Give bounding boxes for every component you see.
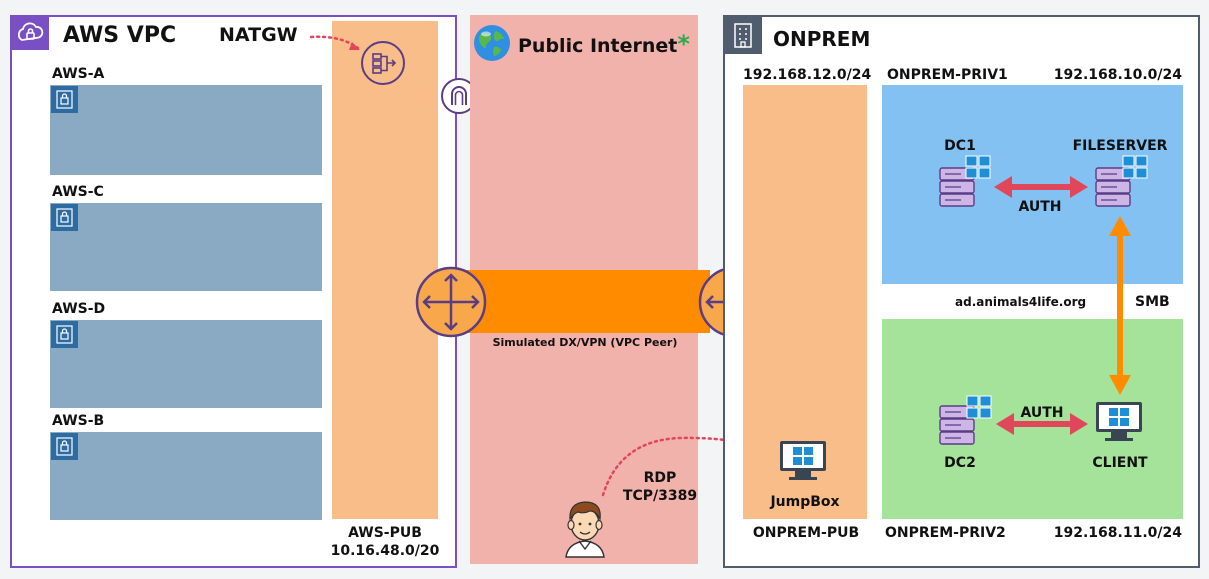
client-label: CLIENT (1092, 455, 1148, 471)
internet-gateway-icon (441, 78, 477, 114)
jumpbox-label: JumpBox (770, 494, 840, 510)
onprem-pub-name: ONPREM-PUB (752, 525, 860, 541)
monitor-icon (780, 441, 826, 480)
aws-subnet-a-label: AWS-A (52, 66, 105, 82)
lock-icon (51, 321, 78, 348)
simulated-dx-vpn-link (455, 270, 710, 333)
onprem-pub-cidr: 192.168.12.0/24 (743, 67, 872, 83)
onprem-priv2-cidr: 192.168.11.0/24 (1053, 525, 1182, 541)
aws-vpc-title: AWS VPC (63, 23, 177, 48)
nat-gateway-icon (361, 41, 405, 85)
aws-pub-subnet (332, 21, 438, 519)
aws-subnet-b-label: AWS-B (52, 413, 105, 429)
dc2-label: DC2 (944, 455, 976, 471)
windows-icon (1122, 155, 1148, 179)
aws-subnet-d (50, 320, 322, 408)
aws-pub-cidr: 10.16.48.0/20 (330, 543, 440, 559)
public-internet-title: Public Internet* (518, 30, 690, 58)
lock-icon (51, 433, 78, 460)
windows-icon (965, 155, 991, 179)
onprem-priv1-cidr: 192.168.10.0/24 (1053, 67, 1182, 83)
simulated-dx-vpn-label: Simulated DX/VPN (VPC Peer) (492, 336, 678, 349)
aws-subnet-b (50, 432, 322, 520)
dc1-label: DC1 (944, 138, 976, 154)
router-icon (415, 266, 487, 338)
aws-pub-name: AWS-PUB (348, 525, 422, 541)
aws-subnet-a (50, 85, 322, 175)
onprem-title: ONPREM (773, 27, 871, 51)
windows-icon (966, 395, 992, 419)
auth1-label: AUTH (1018, 199, 1062, 215)
aws-subnet-c-label: AWS-C (52, 184, 104, 200)
globe-icon (474, 25, 510, 61)
fileserver-label: FILESERVER (1072, 138, 1168, 154)
public-internet-title-text: Public Internet (518, 35, 678, 57)
aws-subnet-d-label: AWS-D (52, 301, 106, 317)
building-icon (724, 16, 762, 54)
lock-icon (51, 86, 78, 113)
natgw-label: NATGW (219, 24, 298, 46)
aws-subnet-c (50, 203, 322, 291)
server-icon (1095, 167, 1131, 207)
public-internet-asterisk: * (677, 30, 690, 58)
cloud-lock-icon (11, 16, 49, 50)
windows-icon (1109, 408, 1129, 426)
domain-label: ad.animals4life.org (955, 295, 1087, 309)
windows-icon (793, 447, 813, 465)
smb-label: SMB (1135, 294, 1170, 310)
rdp-label: RDP (643, 470, 677, 486)
onprem-priv1-name: ONPREM-PRIV1 (887, 67, 1008, 83)
onprem-priv2-name: ONPREM-PRIV2 (885, 525, 1006, 541)
auth2-label: AUTH (1020, 405, 1064, 421)
rdp-port-label: TCP/3389 (622, 488, 698, 504)
user-avatar-icon (565, 501, 605, 558)
lock-icon (51, 204, 78, 231)
monitor-icon (1096, 402, 1142, 441)
